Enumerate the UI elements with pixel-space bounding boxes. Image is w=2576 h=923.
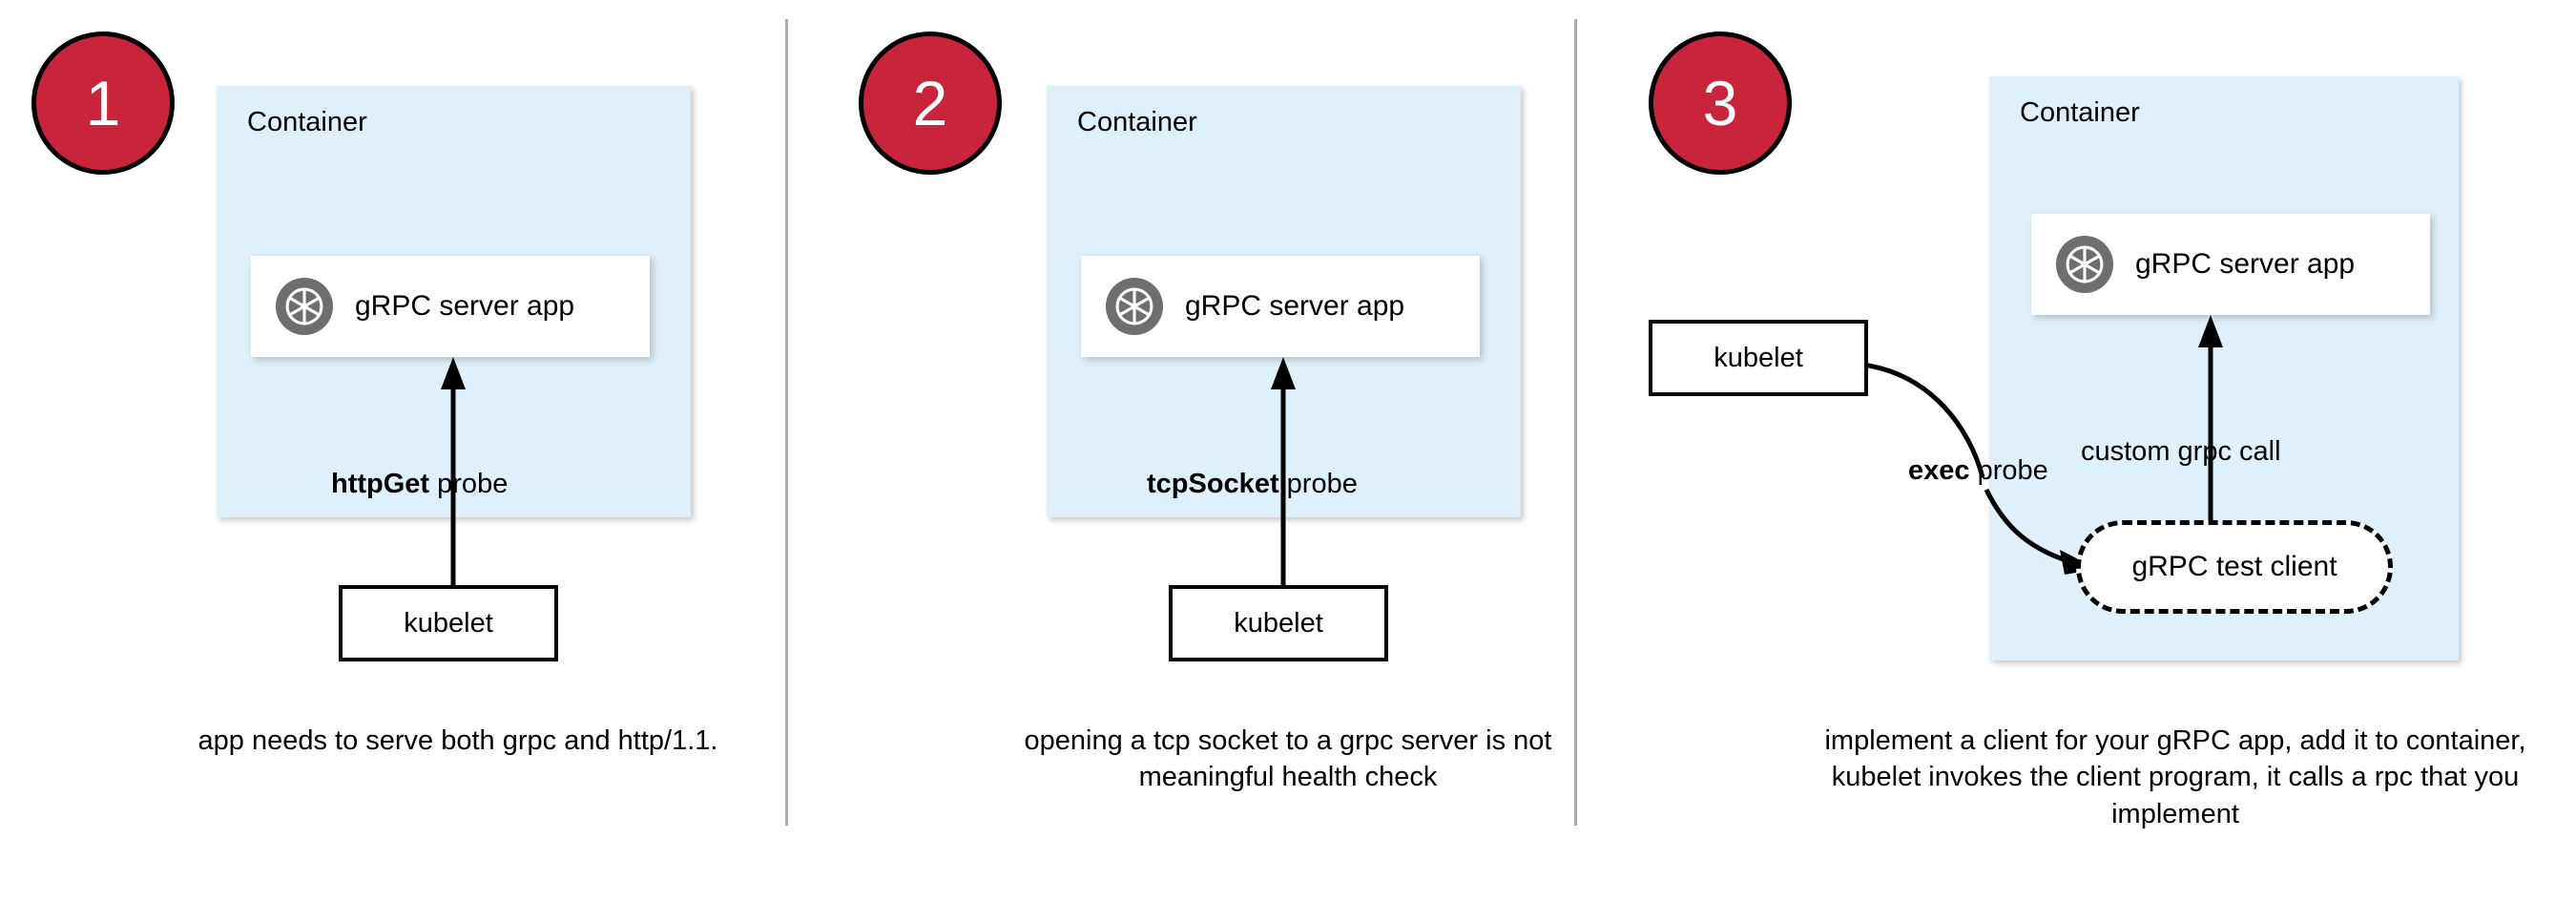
panel-caption-1: app needs to serve both grpc and http/1.…: [197, 725, 718, 756]
grpc-test-client-node: gRPC test client: [2076, 520, 2393, 614]
tcpsocket-probe-arrow: [1271, 357, 1296, 586]
step-badge-3: 3: [1649, 31, 1792, 175]
exec-probe-label-bold: exec: [1908, 455, 1970, 486]
httpget-probe-label-bold: httpGet: [331, 469, 430, 499]
panel-caption-2: opening a tcp socket to a grpc server is…: [1024, 725, 1552, 793]
grpc-server-app-card-1: gRPC server app: [251, 256, 650, 357]
custom-grpc-call-label: custom grpc call: [2081, 436, 2281, 467]
grpc-aperture-icon: [1105, 277, 1164, 336]
step-badge-2-number: 2: [912, 68, 948, 138]
tcpsocket-probe-label-bold: tcpSocket: [1147, 469, 1279, 499]
grpc-test-client-label: gRPC test client: [2131, 551, 2337, 582]
step-badge-2: 2: [859, 31, 1002, 175]
step-badge-1: 1: [31, 31, 175, 175]
container-label-1: Container: [247, 107, 367, 137]
grpc-aperture-icon: [2055, 235, 2114, 294]
step-badge-1-number: 1: [85, 68, 121, 138]
panel-caption-3: implement a client for your gRPC app, ad…: [1824, 725, 2526, 829]
panel-divider-2: [1574, 19, 1577, 826]
grpc-server-app-label-3: gRPC server app: [2135, 248, 2356, 280]
kubelet-box-2: kubelet: [1169, 585, 1388, 661]
kubelet-box-1: kubelet: [339, 585, 558, 661]
httpget-probe-arrow: [441, 357, 466, 586]
httpget-probe-label-rest: probe: [429, 469, 509, 499]
grpc-server-app-card-2: gRPC server app: [1081, 256, 1480, 357]
container-label-2: Container: [1077, 107, 1197, 137]
custom-grpc-call-arrow: [2198, 315, 2223, 530]
panel-divider-1: [785, 19, 788, 826]
tcpsocket-probe-label-rest: probe: [1278, 469, 1358, 499]
tcpsocket-probe-label: tcpSocket probe: [1147, 469, 1358, 500]
kubelet-label-3: kubelet: [1714, 342, 1803, 373]
exec-probe-label: exec probe: [1908, 455, 2048, 487]
grpc-server-app-label-2: gRPC server app: [1185, 290, 1405, 322]
step-badge-3-number: 3: [1702, 68, 1738, 138]
kubelet-label-2: kubelet: [1234, 607, 1323, 639]
grpc-server-app-label-1: gRPC server app: [355, 290, 575, 322]
kubelet-label-1: kubelet: [404, 607, 493, 639]
kubelet-box-3: kubelet: [1649, 320, 1868, 396]
httpget-probe-label: httpGet probe: [331, 469, 508, 500]
container-label-3: Container: [2020, 97, 2140, 128]
grpc-aperture-icon: [275, 277, 334, 336]
grpc-server-app-card-3: gRPC server app: [2031, 214, 2430, 315]
exec-probe-label-rest: probe: [1969, 455, 2048, 486]
